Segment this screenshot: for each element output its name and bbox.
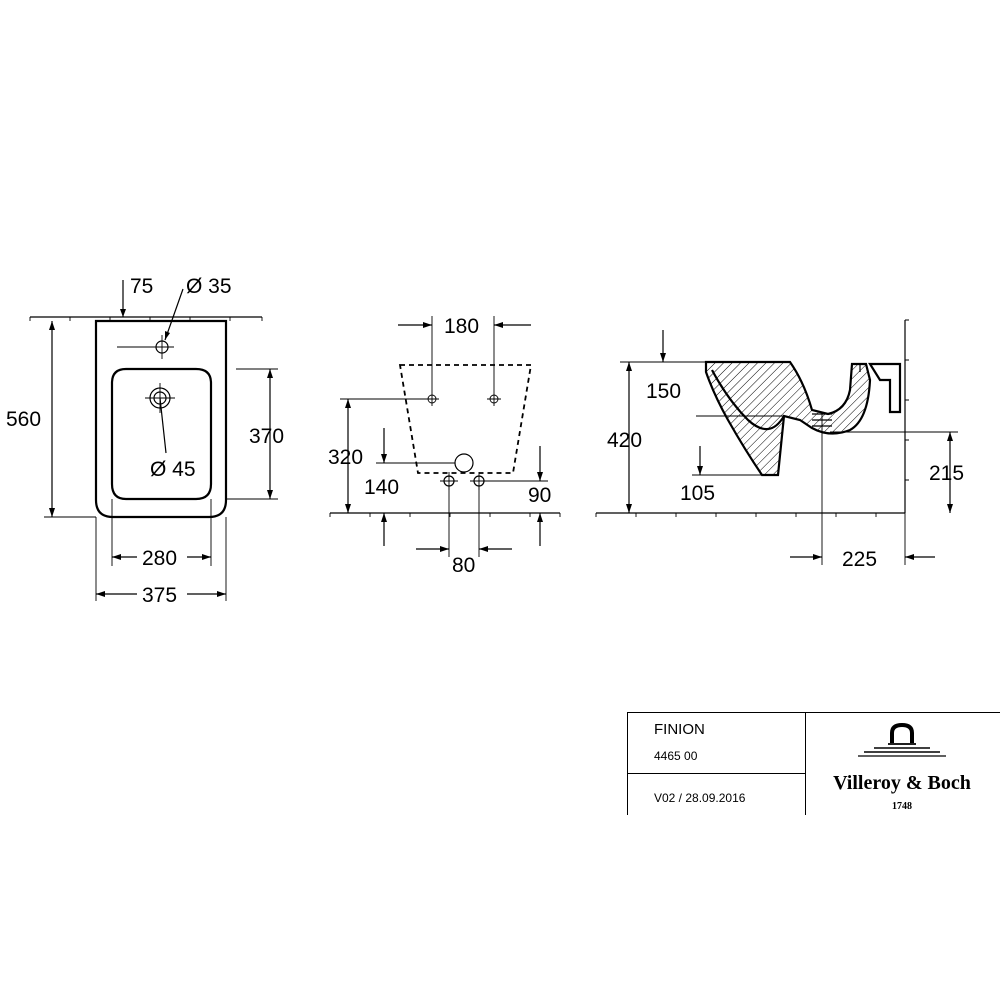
dim-45-leader (159, 397, 167, 454)
floor-ticks (595, 513, 877, 517)
side-view: 150 420 105 215 225 (595, 319, 964, 571)
wall-ticks (905, 319, 909, 481)
article-number: 4465 00 (654, 749, 698, 763)
bidet-outline-front (398, 364, 533, 474)
version-date: V02 / 28.09.2016 (654, 791, 746, 805)
wall-flange (868, 362, 902, 414)
bolt-left (425, 392, 439, 406)
product-name: FINION (654, 721, 705, 738)
brand-year: 1748 (892, 801, 912, 812)
dim-outlet-height-side: 215 (929, 462, 964, 485)
top-view: 75 Ø 35 560 370 Ø 45 280 375 (6, 275, 284, 607)
dim-inlet-height: 140 (364, 476, 399, 499)
wall-ticks (29, 317, 263, 321)
front-view: 180 320 140 90 80 (328, 315, 561, 577)
dim-rim-offset: 150 (646, 380, 681, 403)
dim-tap-hole: Ø 35 (186, 275, 232, 298)
dim-total-width: 375 (142, 584, 177, 607)
dim-bolt-spacing-bottom: 80 (452, 554, 475, 577)
brand-logo-cell: Villeroy & Boch 1748 (805, 712, 1000, 815)
dim-bowl-depth: 370 (249, 425, 284, 448)
dim-rim-height: 420 (607, 429, 642, 452)
title-block-info: FINION 4465 00 V02 / 28.09.2016 (627, 712, 806, 815)
title-block: FINION 4465 00 V02 / 28.09.2016 Villeroy… (627, 712, 1000, 816)
dim-bolt-spacing-top: 180 (444, 315, 479, 338)
wall-ticks (329, 513, 561, 517)
dim-80-arrows (440, 546, 488, 552)
dim-outlet-height-front: 90 (528, 484, 551, 507)
dim-drain: Ø 45 (150, 458, 196, 481)
brand-name: Villeroy & Boch (833, 772, 971, 794)
dim-total-depth: 560 (6, 408, 41, 431)
dim-bolt-height: 320 (328, 446, 363, 469)
dim-215-arrows (947, 432, 953, 513)
bidet-outline-top (94, 319, 228, 519)
dim-base-offset: 105 (680, 482, 715, 505)
faucet-emblem-icon (858, 722, 946, 757)
dim-tap-offset: 75 (130, 275, 153, 298)
dim-35-leader (164, 288, 184, 341)
dim-bowl-width: 280 (142, 547, 177, 570)
dim-wall-offset: 225 (842, 548, 877, 571)
dim-105-arrow (697, 466, 703, 475)
dim-75-arrow (120, 309, 126, 317)
brand-logo: Villeroy & Boch 1748 (833, 722, 971, 812)
outlet-front (454, 453, 474, 473)
tap-mark (856, 363, 861, 372)
dim-35-arrow (165, 331, 170, 340)
bolt-right (487, 392, 501, 406)
dim-150-arrow-top (660, 353, 666, 362)
tap-hole-center (150, 335, 174, 359)
title-block-divider (628, 773, 806, 774)
bowl-outline-top (110, 367, 213, 501)
bidet-section (704, 360, 872, 477)
bowl-curve (711, 369, 785, 431)
